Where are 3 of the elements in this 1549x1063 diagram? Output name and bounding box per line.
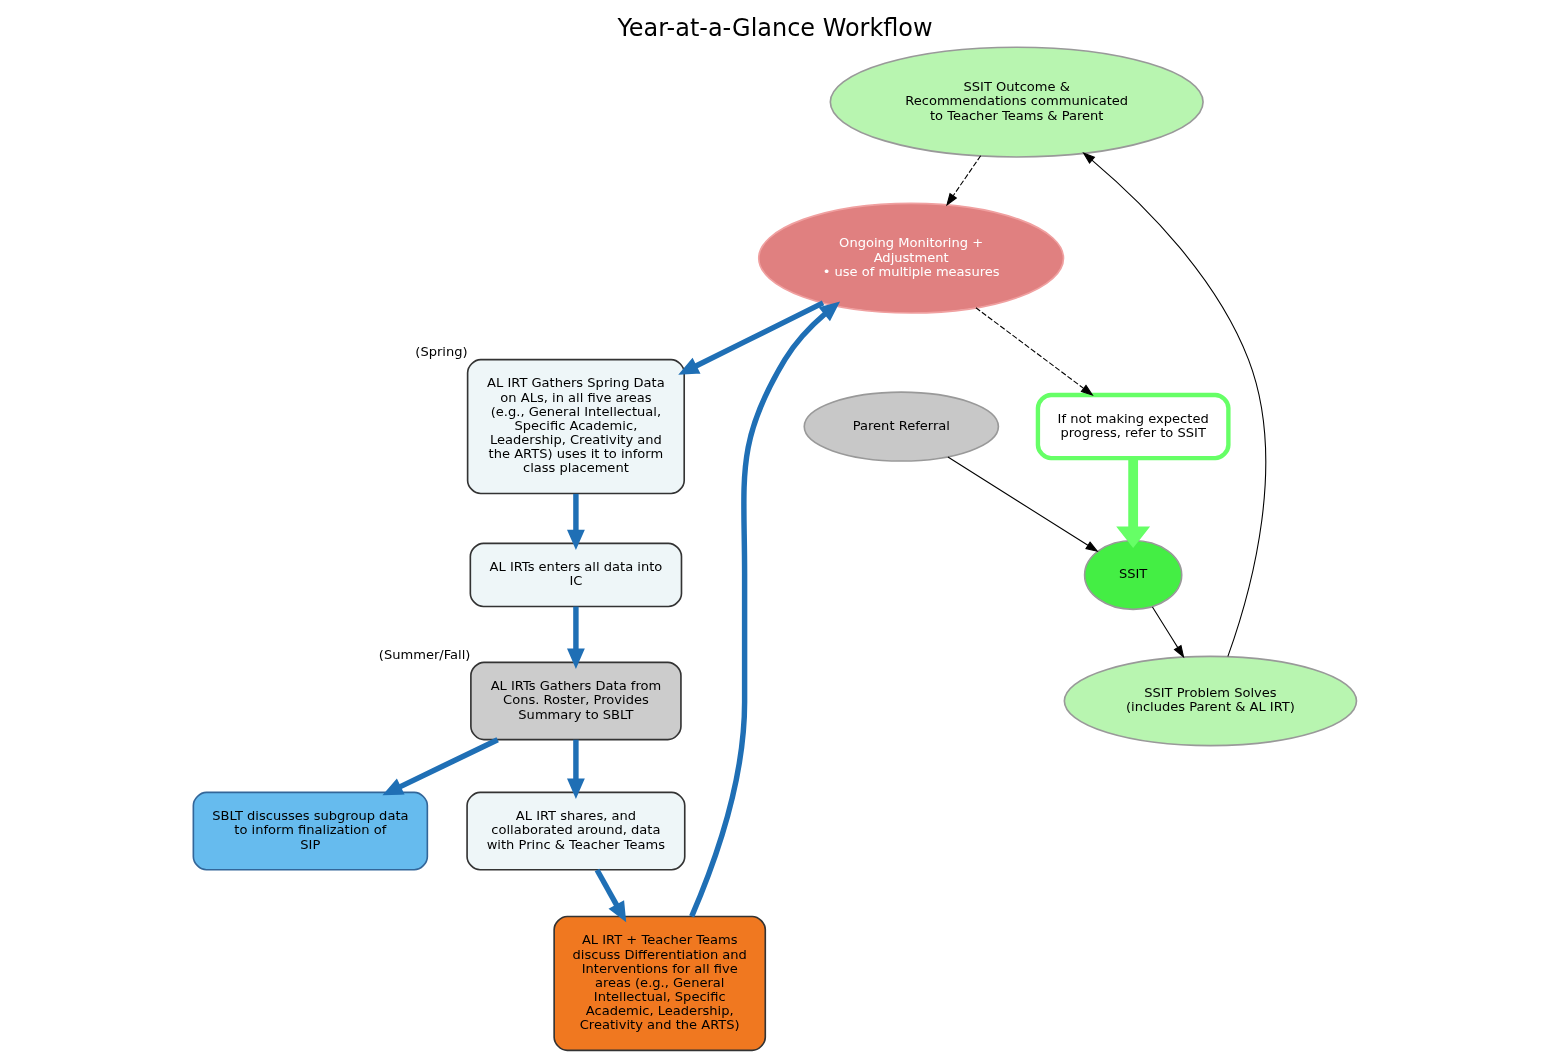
diagram-title: Year-at-a-Glance Workflow: [616, 14, 933, 43]
node-label: (Spring): [414, 343, 468, 359]
node-label: (Summer/Fall): [378, 646, 470, 662]
